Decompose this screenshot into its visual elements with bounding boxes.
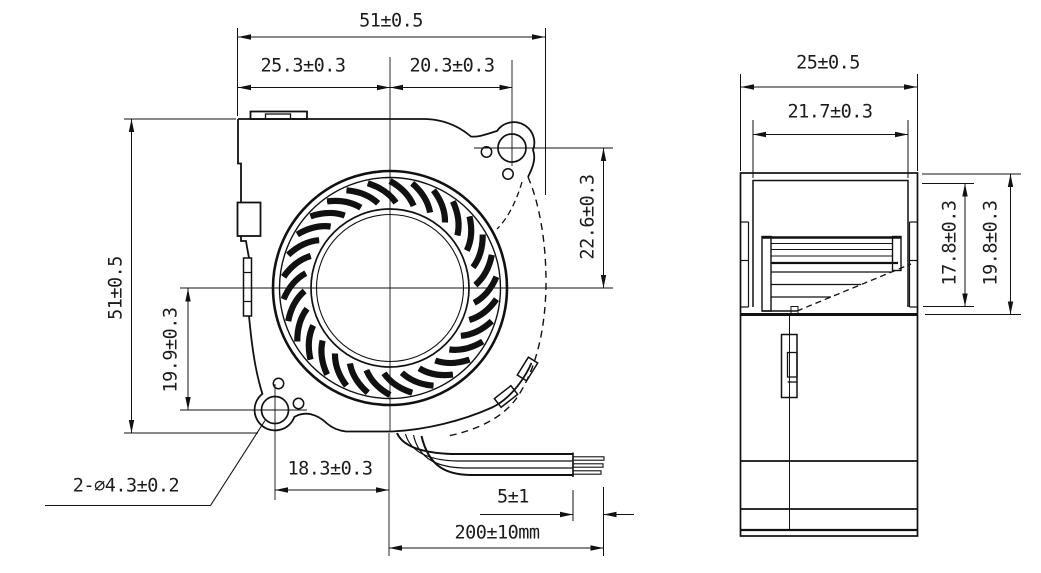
impeller-blade xyxy=(296,224,331,236)
dim-label-left-width: 25.3±0.3 xyxy=(260,56,345,77)
dim-label-inner-depth: 21.7±0.3 xyxy=(787,102,872,123)
mounting-hole-bottom-left xyxy=(260,377,305,425)
impeller-blade xyxy=(319,340,329,376)
impeller-blade xyxy=(465,216,473,252)
wire-edge xyxy=(404,433,573,462)
housing-left-bottom-edge xyxy=(237,119,392,433)
impeller-blade xyxy=(400,371,434,388)
left-edge-tab xyxy=(242,257,253,317)
dim-label-right-width: 20.3±0.3 xyxy=(409,56,494,77)
volute-tab xyxy=(516,356,539,382)
stripped-conductor xyxy=(572,470,602,475)
impeller-blade xyxy=(474,254,494,287)
volute-tongue-diagonal xyxy=(796,263,912,312)
lead-wires xyxy=(396,432,605,477)
wire-edge xyxy=(420,435,573,476)
motor-connector xyxy=(780,333,798,399)
left-square-boss xyxy=(236,201,262,237)
rivet-hole xyxy=(292,397,305,410)
tongue-junction-mark xyxy=(790,306,799,314)
outlet-lip-edge xyxy=(391,362,533,433)
rivet-hole xyxy=(272,377,285,390)
dim-label-lead-length: 200±10mm xyxy=(454,523,539,544)
housing-top-edge xyxy=(238,118,536,178)
motor-base-lines xyxy=(740,460,918,532)
impeller-blade xyxy=(460,319,493,338)
impeller-blade xyxy=(282,254,312,278)
front-housing-outline xyxy=(236,110,547,437)
top-edge-tab xyxy=(249,110,308,120)
dim-label-total-height: 51±0.5 xyxy=(106,256,127,320)
impeller-blade xyxy=(468,298,498,322)
side-body-outline xyxy=(739,172,919,537)
front-view xyxy=(180,57,613,556)
impeller-blade xyxy=(411,182,432,213)
extension-lines xyxy=(124,28,1021,556)
impeller-blade xyxy=(348,363,369,394)
impeller-blade xyxy=(333,353,348,387)
stripped-conductor xyxy=(572,456,605,461)
impeller-blade xyxy=(389,179,416,207)
dim-label-total-depth: 25±0.5 xyxy=(796,53,860,74)
impeller-end-cap xyxy=(761,235,772,312)
connector-slot xyxy=(786,351,798,378)
dim-label-outlet-offset: 18.3±0.3 xyxy=(287,459,372,480)
dim-label-impeller-depth: 17.8±0.3 xyxy=(940,200,961,285)
impeller-end-cap xyxy=(891,235,902,272)
flange-boss-left xyxy=(740,221,750,308)
impeller-blade xyxy=(286,289,306,322)
impeller-side-section xyxy=(761,235,912,314)
impeller-blade xyxy=(473,276,498,305)
impeller-blade xyxy=(432,189,447,223)
dimension-lines xyxy=(128,34,1014,551)
impeller-blade xyxy=(418,366,454,377)
inlet-frame xyxy=(752,179,909,307)
impeller-blade xyxy=(449,340,484,352)
impeller-blade xyxy=(382,372,413,395)
impeller-blade xyxy=(434,357,471,365)
dim-label-lower-left-height: 19.9±0.3 xyxy=(161,307,182,392)
impeller-blade xyxy=(346,188,380,205)
mounting-hole-top-right xyxy=(480,133,527,180)
dim-label-upper-right-height: 22.6±0.3 xyxy=(578,174,599,259)
wire-edge xyxy=(412,434,573,469)
rivet-hole xyxy=(480,146,493,158)
impeller-blade xyxy=(295,307,309,342)
leader-line xyxy=(210,420,266,506)
stripped-conductor xyxy=(572,463,604,468)
top-edge-tab-inner xyxy=(264,113,292,120)
impeller-blade xyxy=(307,324,315,360)
impeller-blades xyxy=(280,178,500,398)
front-centerlines xyxy=(180,57,613,556)
volute-tongue-hidden-edge xyxy=(496,181,523,230)
impeller-blade xyxy=(471,234,485,269)
impeller-blade xyxy=(309,211,346,219)
impeller-blade xyxy=(326,199,362,210)
impeller-blade xyxy=(287,238,320,257)
volute-tab xyxy=(493,384,519,409)
impeller-blade xyxy=(364,369,391,397)
impeller-blade xyxy=(451,200,461,236)
dimension-labels: 51±0.5 25.3±0.3 20.3±0.3 51±0.5 19.9±0.3… xyxy=(73,11,1002,544)
dim-label-hole-callout: 2-∅4.3±0.2 xyxy=(73,476,179,497)
side-view xyxy=(739,172,919,537)
impeller-blade xyxy=(367,181,398,204)
dim-label-strip-length: 5±1 xyxy=(497,487,529,508)
hole-callout-leader xyxy=(45,420,266,507)
dimensions xyxy=(45,28,1021,556)
dim-label-body-depth: 19.8±0.3 xyxy=(981,200,1002,285)
impeller-blade xyxy=(282,271,307,300)
rivet-hole xyxy=(502,168,514,180)
dim-label-total-width: 51±0.5 xyxy=(359,11,423,32)
